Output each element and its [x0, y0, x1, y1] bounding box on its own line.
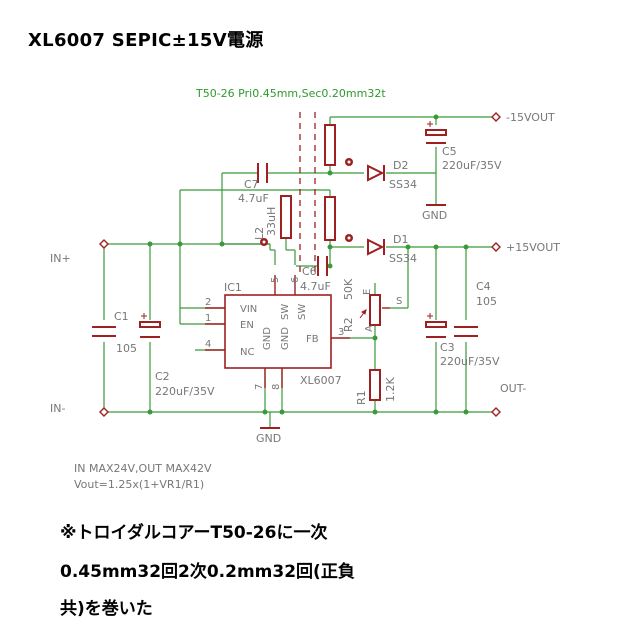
pin-1-label: 1 [205, 313, 211, 324]
c3-label: C3 [440, 341, 455, 354]
c2-label: C2 [155, 370, 170, 383]
ic1-body [224, 294, 332, 369]
c1-value: 105 [116, 342, 137, 355]
pin-nc-label: NC [240, 347, 254, 358]
c1-label: C1 [114, 310, 129, 323]
in-plus-label: IN+ [50, 252, 71, 265]
ports [99, 112, 501, 417]
in-minus-label: IN- [50, 402, 65, 415]
note-line-3: 共)を巻いた [60, 599, 153, 619]
r1-value: 1.2K [384, 377, 397, 402]
vout-neg-label: -15VOUT [506, 111, 555, 124]
d2-label: D2 [393, 159, 408, 172]
pin-en-label: EN [240, 320, 254, 331]
c7-label: C7 [244, 178, 259, 191]
inductor-l2 [280, 195, 292, 239]
ic1-part: XL6007 [300, 374, 342, 387]
pot-s-label: S [396, 296, 402, 307]
pin-gnd2-label: GND [280, 327, 291, 350]
gnd-bottom-label: GND [256, 432, 281, 445]
pot-e-label: E [362, 289, 373, 295]
l2-label: L2 [253, 227, 266, 240]
winding-neg [324, 124, 336, 166]
c4-label: C4 [476, 280, 491, 293]
c6-label: C6 [302, 265, 317, 278]
pin-3-label: 3 [338, 327, 344, 338]
l2-value: 33uH [265, 207, 278, 236]
pin-6-label: 6 [290, 277, 301, 283]
d1-label: D1 [393, 233, 408, 246]
r2-label: R2 [342, 317, 355, 332]
vout-pos-label: +15VOUT [506, 241, 560, 254]
diode-d1 [367, 238, 385, 256]
pin-4-label: 4 [205, 339, 211, 350]
ic1-label: IC1 [224, 281, 242, 294]
out-minus-label: OUT- [500, 382, 526, 395]
spec-line1: IN MAX24V,OUT MAX42V [74, 462, 212, 475]
diode-d2 [367, 164, 385, 182]
resistor-r1 [369, 369, 381, 401]
pin-8-label: 8 [271, 384, 282, 390]
pin-5-label: 5 [270, 277, 281, 283]
pin-fb-label: FB [306, 334, 319, 345]
c6-value: 4.7uF [300, 280, 331, 293]
components [92, 124, 478, 401]
r2-value: 50K [342, 278, 355, 300]
note-line-2: 0.45mm32回2次0.2mm32回(正負 [60, 562, 355, 582]
d1-value: SS34 [389, 252, 417, 265]
resistor-r2 [369, 294, 381, 326]
pot-a-label: A [364, 325, 375, 332]
pin-sw2-label: SW [297, 304, 308, 320]
pin-2-label: 2 [205, 297, 211, 308]
transformer-label: T50-26 Pri0.45mm,Sec0.20mm32t [195, 87, 386, 100]
c5-value: 220uF/35V [442, 159, 502, 172]
spec-line2: Vout=1.25x(1+VR1/R1) [74, 478, 204, 491]
r1-label: R1 [355, 390, 368, 405]
c4-value: 105 [476, 295, 497, 308]
d2-value: SS34 [389, 178, 417, 191]
gnd-top-label: GND [422, 209, 447, 222]
page-title: XL6007 SEPIC±15V電源 [28, 30, 264, 51]
c5-label: C5 [442, 145, 457, 158]
gnd-symbols [260, 204, 446, 429]
c3-value: 220uF/35V [440, 355, 500, 368]
c7-value: 4.7uF [238, 192, 269, 205]
transformer-core [299, 112, 316, 275]
pin-gnd1-label: GND [262, 327, 273, 350]
c2-value: 220uF/35V [155, 385, 215, 398]
note-line-1: ※トロイダルコアーT50-26に一次 [60, 523, 328, 543]
winding-pos [324, 196, 336, 241]
junctions [147, 114, 469, 415]
pin-7-label: 7 [254, 384, 265, 390]
pin-vin-label: VIN [240, 304, 257, 315]
pin-sw1-label: SW [280, 304, 291, 320]
